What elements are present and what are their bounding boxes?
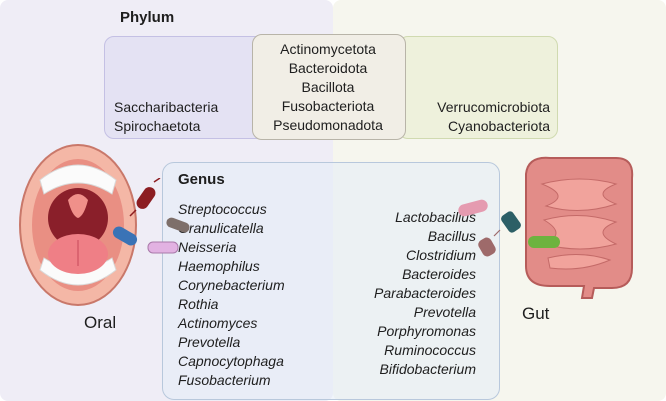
genus-gut-item: Prevotella [413, 304, 476, 320]
gut-label: Gut [522, 304, 550, 323]
phylum-gut-item: Cyanobacteriota [448, 118, 550, 134]
phylum-oral-item: Spirochaetota [114, 118, 201, 134]
genus-gut-item: Porphyromonas [377, 323, 476, 339]
shared-phylum-list: Actinomycetota Bacteroidota Bacillota Fu… [252, 40, 404, 135]
genus-oral-item: Haemophilus [178, 258, 260, 274]
genus-gut-item: Ruminococcus [384, 342, 476, 358]
genus-title: Genus [178, 171, 225, 188]
oral-bacteria-group [112, 178, 190, 254]
genus-gut-item: Bacteroides [402, 266, 476, 282]
genus-oral-item: Rothia [178, 296, 219, 312]
phylum-shared-item: Bacteroidota [288, 60, 368, 76]
oral-phylum-list: Saccharibacteria Spirochaetota [114, 98, 218, 136]
phylum-shared-item: Bacillota [301, 79, 355, 95]
bacterium-icon [147, 241, 179, 254]
bacterium-icon [528, 236, 560, 248]
phylum-shared-item: Pseudomonadota [273, 117, 383, 133]
genus-gut-item: Clostridium [405, 247, 476, 263]
bacterium-icon [166, 217, 190, 233]
shared-phylum-box [252, 34, 406, 140]
oral-label: Oral [84, 313, 117, 332]
genus-box [162, 162, 500, 400]
phylum-gut-item: Verrucomicrobiota [437, 99, 550, 115]
phylum-shared-item: Fusobacteriota [281, 98, 375, 114]
bacterium-icon [129, 178, 161, 217]
genus-gut-item: Bacillus [427, 228, 476, 244]
phylum-oral-item: Saccharibacteria [114, 99, 219, 115]
genus-oral-item: Capnocytophaga [178, 353, 284, 369]
intestine-icon [525, 156, 634, 299]
bacterium-icon [112, 226, 138, 246]
oral-phylum-box [104, 36, 266, 139]
phylum-title: Phylum [120, 9, 175, 26]
genus-oral-item: Actinomyces [178, 315, 258, 331]
genus-oral-item: Granulicatella [178, 220, 264, 236]
phylum-shared-item: Actinomycetota [280, 41, 376, 57]
genus-oral-item: Neisseria [178, 239, 237, 255]
gut-phylum-list: Verrucomicrobiota Cyanobacteriota [402, 98, 550, 136]
bacterium-icon [501, 211, 521, 233]
genus-oral-item: Fusobacterium [178, 372, 271, 388]
gut-bacteria-group [478, 211, 560, 257]
genus-gut-item: Bifidobacterium [379, 361, 477, 377]
genus-oral-item: Corynebacterium [178, 277, 285, 293]
oral-genus-list: Streptococcus Granulicatella Neisseria H… [178, 200, 285, 390]
genus-oral-item: Prevotella [178, 334, 241, 350]
bacterium-icon [458, 199, 488, 217]
genus-gut-item: Lactobacillus [395, 209, 476, 225]
gut-genus-list: Lactobacillus Bacillus Clostridium Bacte… [346, 208, 476, 379]
open-mouth-icon [19, 144, 137, 306]
genus-gut-item: Parabacteroides [374, 285, 476, 301]
bacterium-icon [478, 229, 501, 257]
genus-oral-item: Streptococcus [178, 201, 267, 217]
gut-phylum-box [398, 36, 558, 139]
